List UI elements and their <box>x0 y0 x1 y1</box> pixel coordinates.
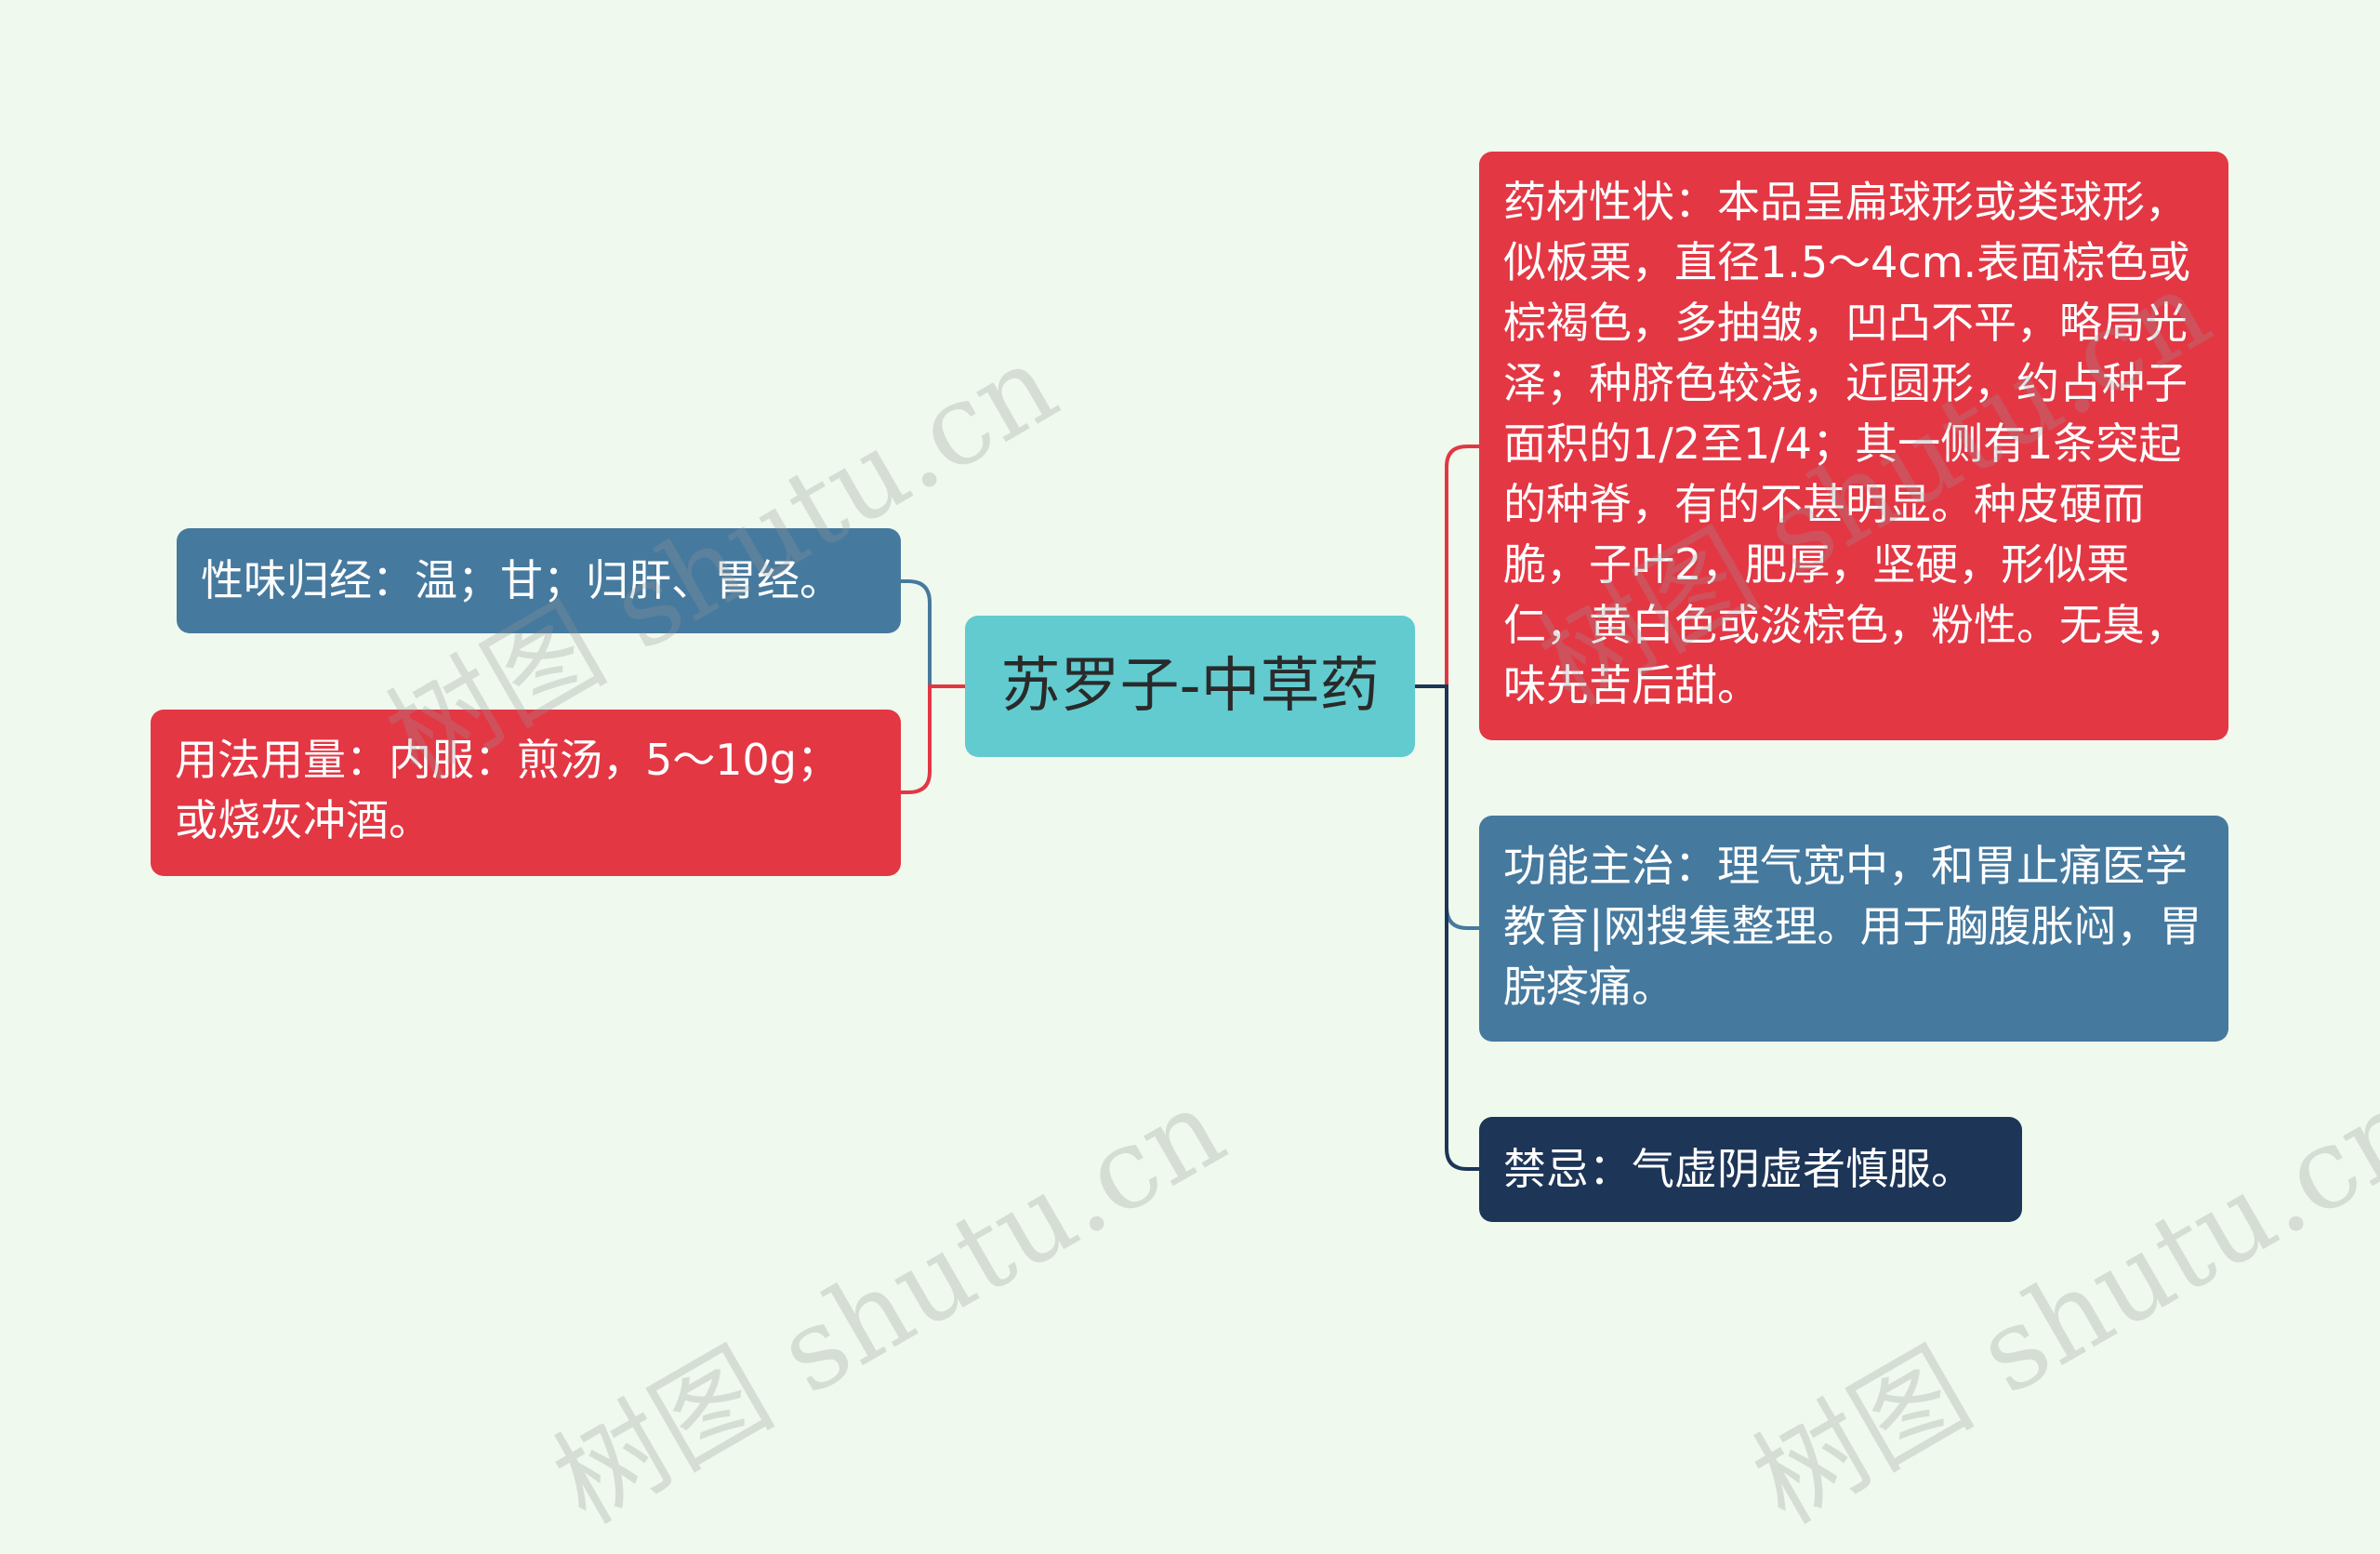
connector-left-blue <box>901 579 965 688</box>
node-functions-indications[interactable]: 功能主治：理气宽中，和胃止痛医学教育|网搜集整理。用于胸腹胀闷，胃脘疼痛。 <box>1479 816 2228 1042</box>
node-taste-meridian[interactable]: 性味归经：温；甘；归肝、胃经。 <box>177 528 901 633</box>
node-usage-dosage[interactable]: 用法用量：内服：煎汤，5～10g；或烧灰冲酒。 <box>151 710 901 876</box>
node-herb-description[interactable]: 药材性状：本品呈扁球形或类球形，似板栗，直径1.5～4cm.表面棕色或棕褐色，多… <box>1479 152 2228 740</box>
node-contraindications[interactable]: 禁忌：气虚阴虚者慎服。 <box>1479 1117 2022 1222</box>
connector-left-red <box>901 684 965 794</box>
connector-right-red <box>1415 445 1479 688</box>
connector-right-navy <box>1415 684 1479 1171</box>
connector-lines <box>901 445 1479 1171</box>
central-topic[interactable]: 苏罗子-中草药 <box>965 616 1415 757</box>
